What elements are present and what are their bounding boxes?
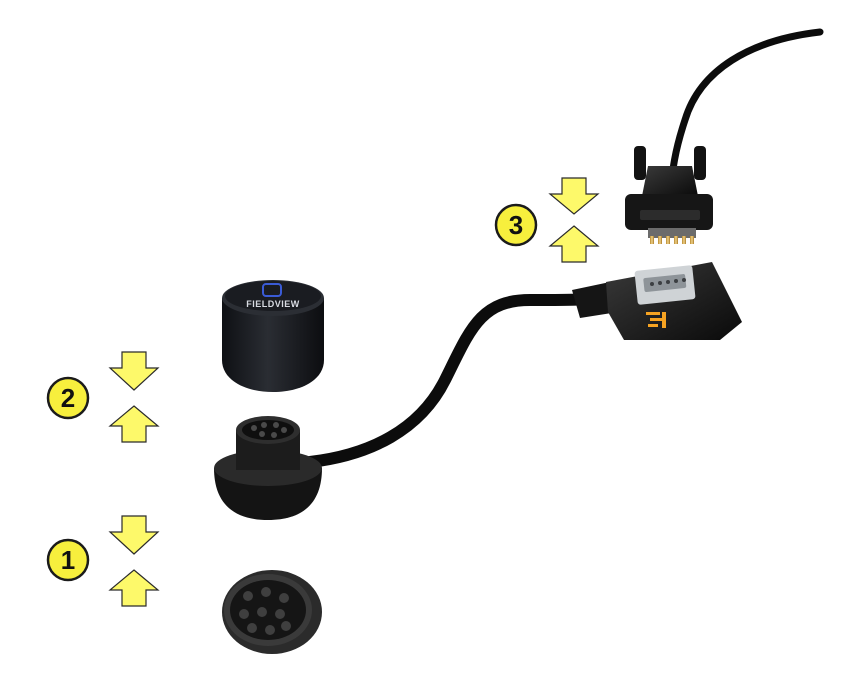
- round-9-pin-connector-icon: [214, 416, 322, 520]
- diagnostic-port-socket-icon: [222, 570, 322, 654]
- arrow-down-icon: [108, 515, 160, 555]
- step-2-number: 2: [61, 383, 75, 413]
- step-2-badge: [46, 376, 90, 420]
- fieldview-drive-icon: FIELDVIEW: [222, 280, 324, 392]
- serial-db9-female-adapter-icon: [572, 262, 742, 340]
- cable-lower: [304, 292, 616, 468]
- step-1-number: 1: [61, 545, 75, 575]
- step-1-badge: [46, 538, 90, 582]
- device-brand-text: FIELDVIEW: [246, 299, 300, 309]
- arrow-up-icon: [108, 569, 160, 607]
- step-3-group: 3: [494, 177, 600, 263]
- step-1-group: 1: [46, 515, 160, 607]
- arrow-down-icon: [548, 177, 600, 215]
- step-3-badge: [494, 203, 538, 247]
- step-2-group: 2: [46, 351, 160, 443]
- arrow-down-icon: [108, 351, 160, 391]
- arrow-up-icon: [548, 225, 600, 263]
- step-3-number: 3: [509, 210, 523, 240]
- arrow-up-icon: [108, 405, 160, 443]
- serial-db9-male-plug-icon: [625, 146, 713, 244]
